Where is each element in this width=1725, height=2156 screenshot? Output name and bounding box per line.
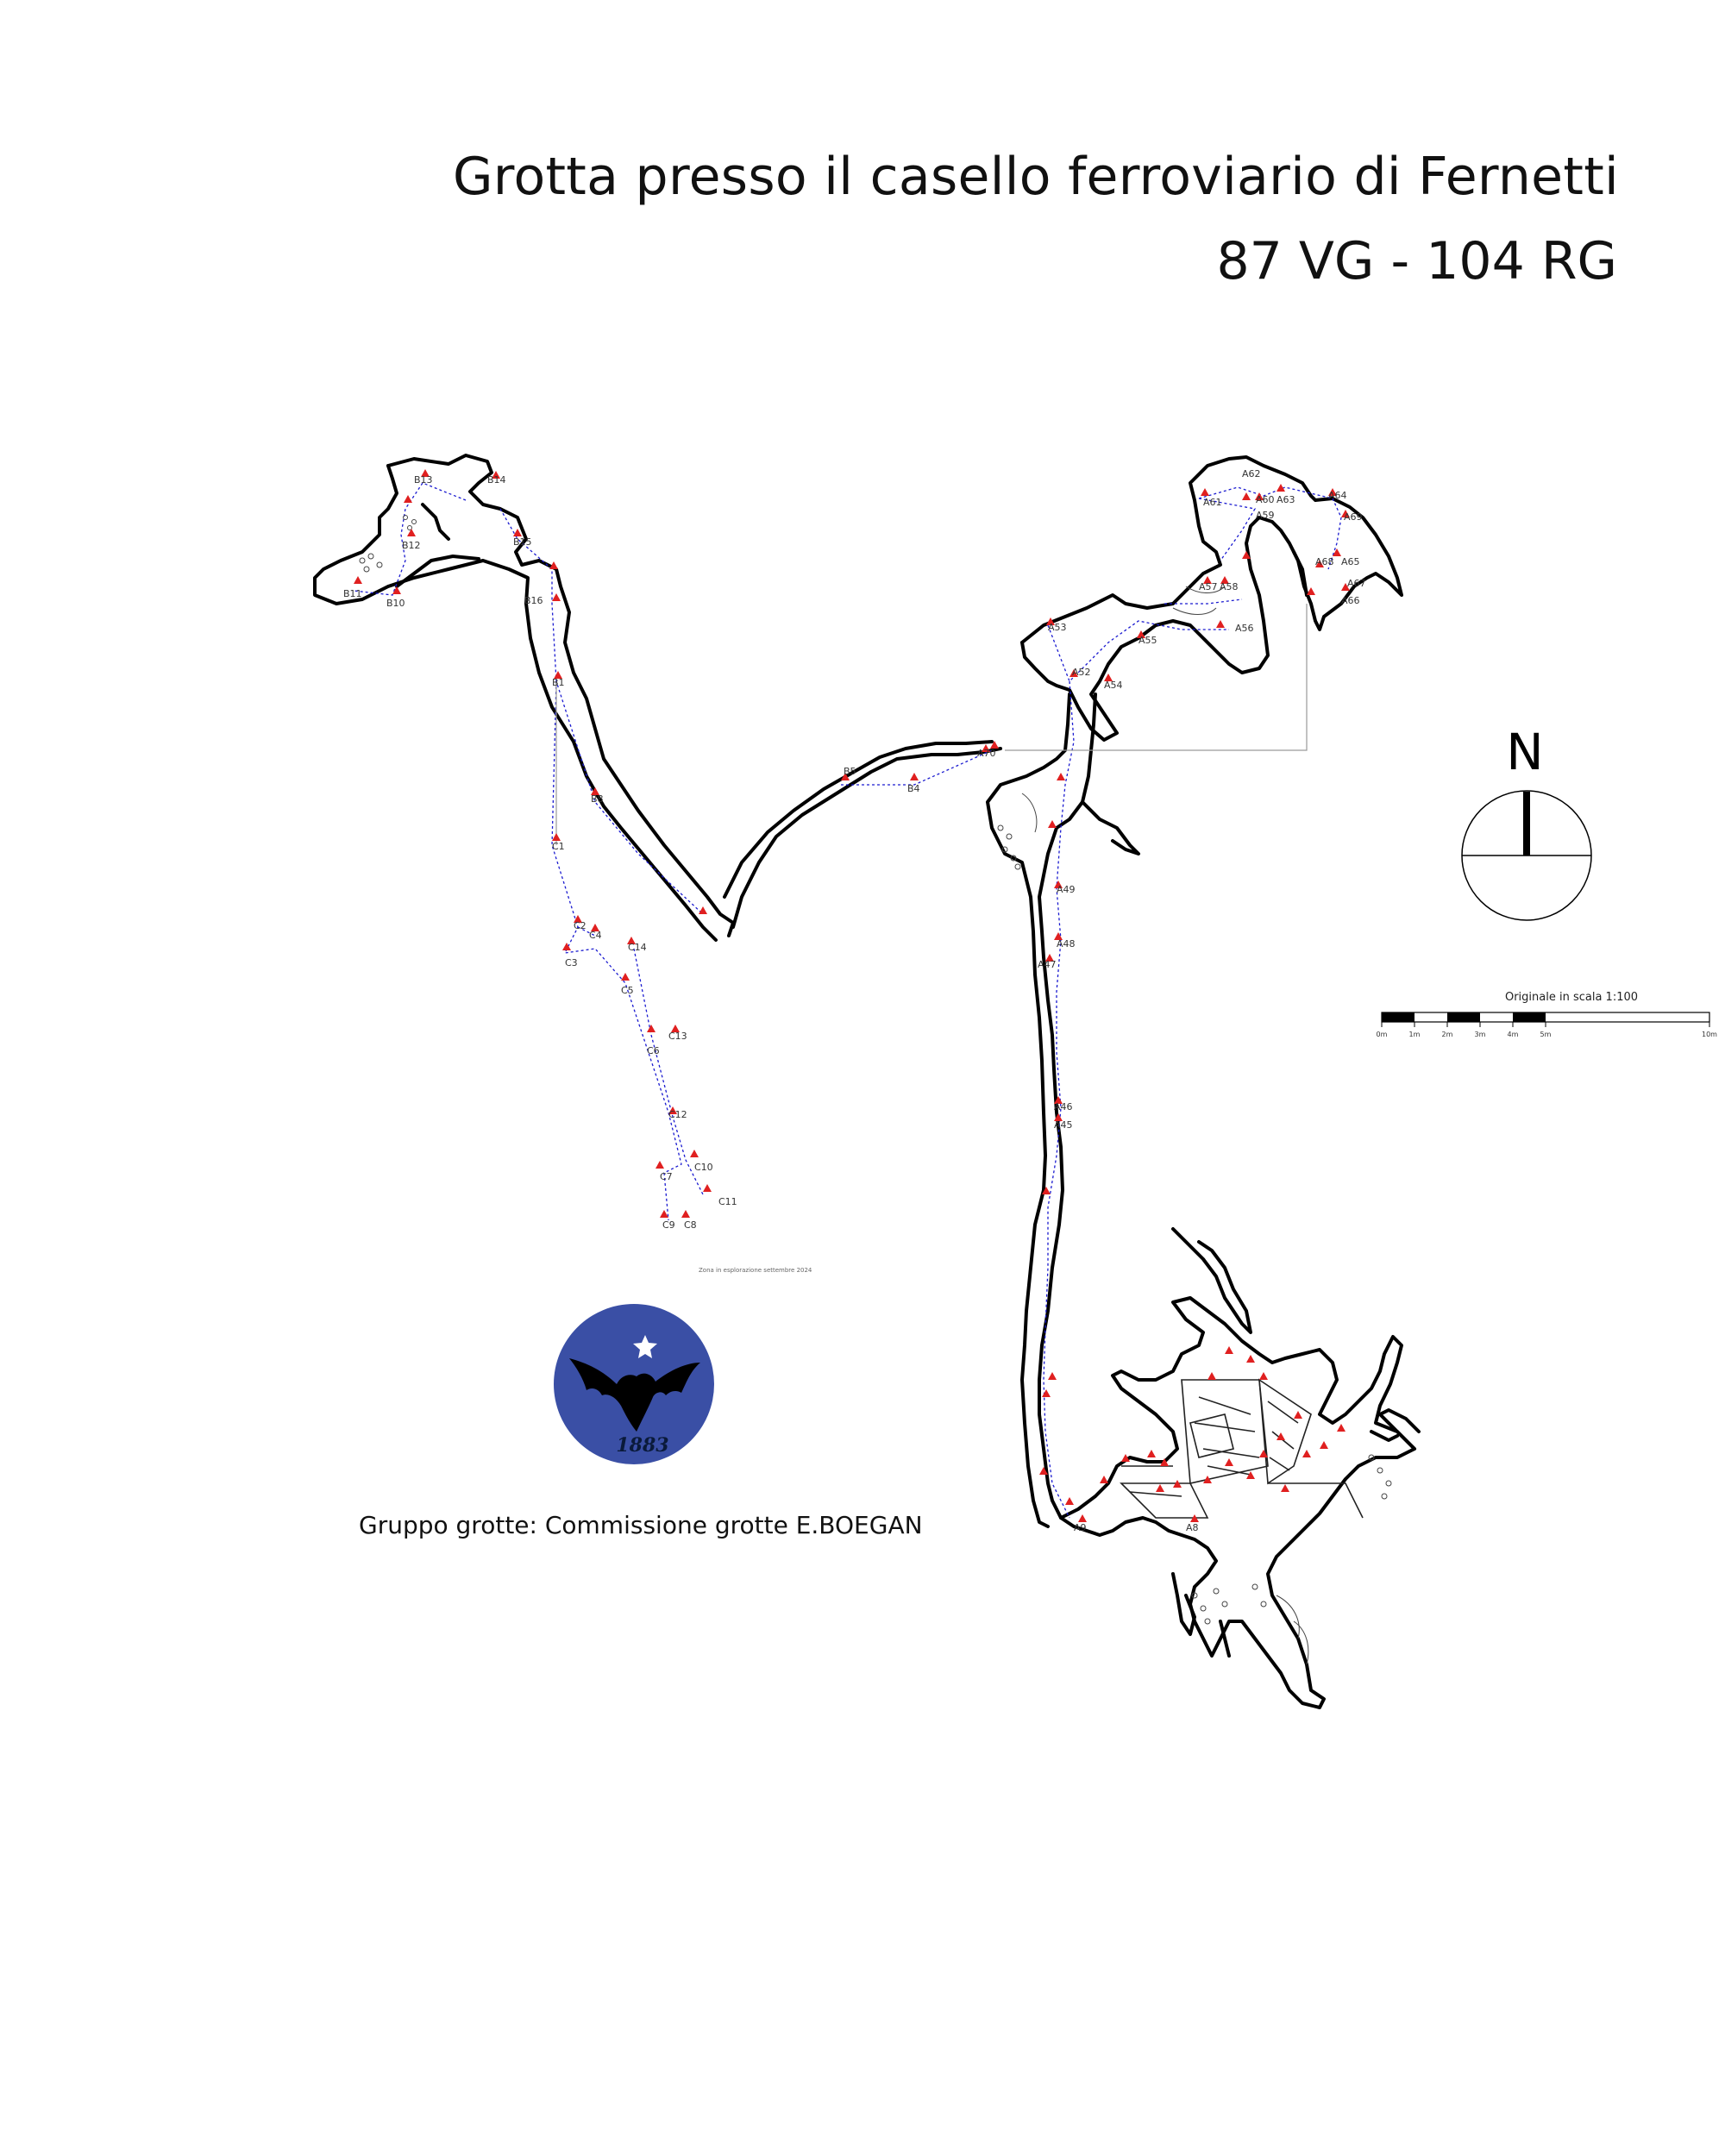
reference-lines	[555, 604, 1308, 845]
station-label: A48	[1057, 938, 1076, 950]
star-icon	[633, 1335, 657, 1358]
station-labels: B11 B10 B12 B13 B14 B15 B16 B1 B8 B5 B4 …	[343, 468, 1366, 1533]
station-label: C1	[552, 841, 565, 852]
station-label: A64	[1328, 490, 1347, 501]
station-label: B1	[552, 677, 565, 688]
station-label: C3	[565, 957, 578, 968]
station-label: A62	[1242, 468, 1261, 479]
cave-walls	[313, 454, 1421, 1709]
station-markers	[354, 469, 1350, 1522]
station-label: A67	[1347, 578, 1366, 589]
station-label: B4	[907, 783, 920, 794]
floor-details	[359, 515, 1392, 1665]
station-label: A8	[1186, 1522, 1199, 1533]
scale-tick: 2m	[1442, 1031, 1453, 1038]
station-label: C5	[621, 985, 634, 996]
scale-tick: 3m	[1475, 1031, 1486, 1038]
station-label: A63	[1276, 494, 1295, 505]
station-label: B13	[414, 474, 433, 486]
station-label: A70	[977, 748, 996, 759]
survey-lines	[353, 482, 1342, 1519]
scale-caption: Originale in scala 1:100	[1505, 991, 1638, 1004]
station-label: A53	[1048, 622, 1067, 633]
station-label: A52	[1072, 667, 1091, 678]
station-label: C13	[668, 1031, 687, 1042]
station-label: A69	[1344, 511, 1363, 523]
logo-year: 1883	[616, 1434, 668, 1457]
scale-tick: 4m	[1508, 1031, 1519, 1038]
station-label: C12	[668, 1109, 687, 1120]
exploration-note: Zona in esplorazione settembre 2024	[699, 1267, 812, 1274]
scale-tick: 1m	[1409, 1031, 1421, 1038]
station-label: B15	[513, 536, 532, 548]
station-label: C9	[662, 1219, 675, 1231]
station-label: B8	[591, 793, 604, 805]
station-label: C14	[628, 942, 647, 953]
station-label: A60	[1256, 494, 1275, 505]
station-label: A47	[1038, 959, 1057, 970]
station-label: B10	[386, 598, 405, 609]
north-arrow: N	[1461, 723, 1592, 921]
scale-bar: Originale in scala 1:100 0m 1m 2m 3m 4m …	[1377, 991, 1718, 1038]
scale-tick: 0m	[1377, 1031, 1388, 1038]
station-label: A58	[1220, 581, 1239, 592]
station-label: C10	[694, 1162, 713, 1173]
station-label: A46	[1054, 1101, 1073, 1112]
station-label: A61	[1203, 497, 1222, 508]
map-title: Grotta presso il casello ferroviario di …	[453, 147, 1619, 207]
station-label: A65	[1341, 556, 1360, 567]
station-label: A45	[1054, 1119, 1073, 1131]
station-label: A9	[1074, 1522, 1087, 1533]
station-label: A54	[1104, 680, 1123, 691]
station-label: A59	[1256, 510, 1275, 521]
station-label: A55	[1138, 635, 1157, 646]
station-label: C8	[684, 1219, 697, 1231]
station-label: B14	[487, 474, 506, 486]
station-label: A56	[1235, 623, 1254, 634]
station-label: B12	[402, 540, 421, 551]
station-label: B16	[524, 595, 543, 606]
station-label: C2	[574, 920, 586, 931]
station-label: A57	[1199, 581, 1218, 592]
station-label: A49	[1057, 884, 1076, 895]
complex-hatching	[1120, 1378, 1364, 1519]
boegan-logo: 1883	[554, 1304, 714, 1464]
caving-group-credit: Gruppo grotte: Commissione grotte E.BOEG…	[359, 1511, 923, 1539]
station-label: C7	[660, 1171, 673, 1182]
cave-cadastre-number: 87 VG - 104 RG	[1216, 231, 1617, 291]
station-label: A66	[1341, 595, 1360, 606]
station-label: C6	[647, 1045, 660, 1056]
bat-icon	[569, 1358, 700, 1432]
station-label: C11	[718, 1196, 737, 1207]
north-label: N	[1506, 723, 1543, 781]
scale-tick: 5m	[1540, 1031, 1552, 1038]
station-label: A68	[1315, 556, 1334, 567]
station-label: B11	[343, 588, 362, 599]
scale-tick: 10m	[1702, 1031, 1717, 1038]
station-label: B5	[844, 766, 856, 777]
station-label: C4	[589, 930, 602, 941]
